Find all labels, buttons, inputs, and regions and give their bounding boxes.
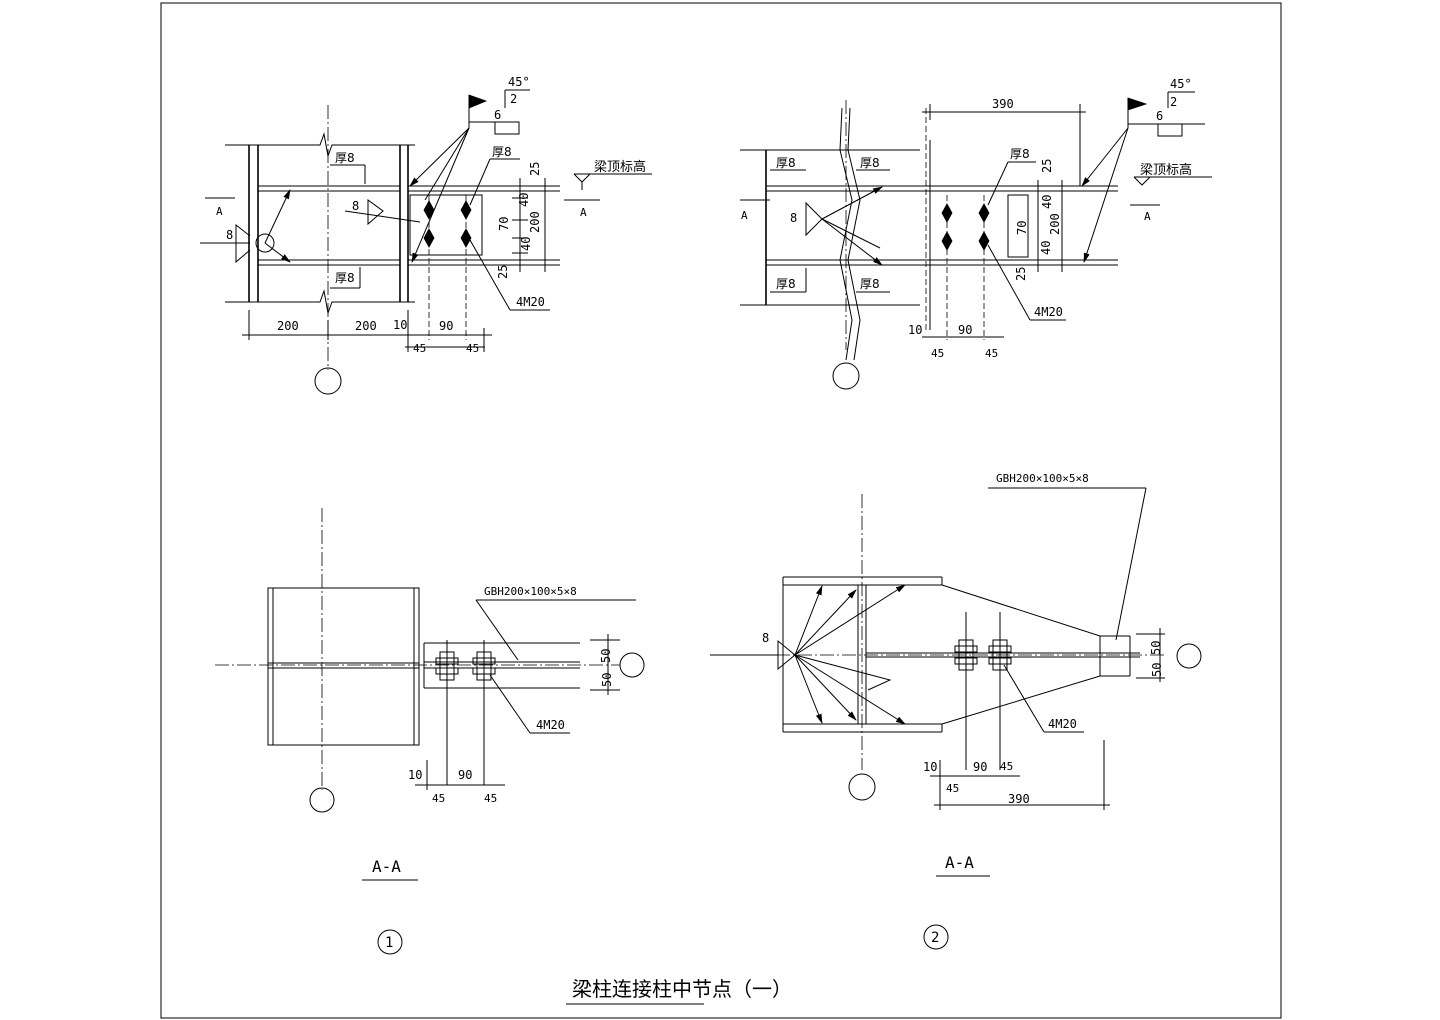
dim-s2-10: 10	[923, 760, 937, 774]
section-mark-right-2: A	[1144, 210, 1151, 223]
section-mark-right: A	[580, 206, 587, 219]
sheet-border	[160, 2, 1282, 1019]
thk-2: 厚8	[860, 156, 880, 170]
detail-number-circle-1	[377, 929, 403, 955]
detail-number-circle-2	[923, 924, 949, 950]
fillet-weld-size-3: 8	[762, 631, 769, 645]
column-break-bottom	[225, 289, 415, 315]
dim-s2-50-a: 50	[1149, 641, 1163, 655]
axis-bubble-4	[619, 652, 645, 678]
dim2-h-90: 90	[958, 323, 972, 337]
detail-number-2: 2	[931, 930, 939, 946]
dim-v-200: 200	[528, 211, 542, 233]
section-mark-left-2: A	[741, 209, 748, 222]
beam-top-elevation-2: 梁顶标高	[1140, 162, 1192, 178]
dim-v2-25-bottom: 25	[1014, 267, 1028, 281]
thk-5: 厚8	[1010, 147, 1030, 161]
axis-bubble-3	[309, 787, 335, 813]
dim-s1-10: 10	[408, 768, 422, 782]
dim-v-40-top: 40	[517, 193, 531, 207]
dim-h-200-b: 200	[355, 319, 377, 333]
dim2-h-45-a: 45	[931, 347, 944, 360]
axis-bubble-5	[848, 773, 876, 801]
access-hole	[255, 233, 275, 253]
bolt-callout: 4M20	[516, 295, 545, 309]
dim-h-90: 90	[439, 319, 453, 333]
thk-1: 厚8	[776, 156, 796, 170]
dim-s1-90: 90	[458, 768, 472, 782]
weld-size-2: 6	[1156, 109, 1163, 123]
shear-plate	[409, 194, 483, 256]
dim2-h-10: 10	[908, 323, 922, 337]
section-label-1: A-A	[372, 857, 401, 876]
member-label-2: GBH200×100×5×8	[996, 472, 1089, 485]
section-label-2: A-A	[945, 853, 974, 872]
detail-number-1: 1	[385, 935, 393, 951]
dim-h-200-a: 200	[277, 319, 299, 333]
detail-1-section: GBH200×100×5×8 4M20 50 50 10 90 45 45 A-…	[215, 508, 645, 955]
weld-angle: 45°	[508, 75, 530, 89]
bolt-callout-2: 4M20	[1034, 305, 1063, 319]
column-section	[267, 587, 420, 746]
dim-s2-45-b: 45	[1000, 760, 1013, 773]
dim-h-45-b: 45	[466, 342, 479, 355]
weld-angle-2: 45°	[1170, 77, 1192, 91]
bolt-callout-4: 4M20	[1048, 717, 1077, 731]
axis-bubble-2	[832, 362, 860, 390]
dim-v2-25-top: 25	[1040, 159, 1054, 173]
dim-v-40-bottom: 40	[519, 237, 533, 251]
axis-bubble-6	[1176, 643, 1202, 669]
detail-1-elevation: 8 A 厚8 厚8 8	[200, 75, 652, 395]
thk-4: 厚8	[860, 277, 880, 291]
thk-3: 厚8	[776, 277, 796, 291]
web-weld-size: 8	[352, 199, 359, 213]
bolts-4m20	[423, 200, 472, 248]
dim-s1-50-a: 50	[599, 649, 613, 663]
dim-h-10: 10	[393, 318, 407, 332]
section-mark-left: A	[216, 205, 223, 218]
dim2-h-45-b: 45	[985, 347, 998, 360]
field-weld-flag-icon	[468, 94, 488, 109]
dim-s2-390: 390	[1008, 792, 1030, 806]
bolts-4m20-2	[941, 203, 990, 251]
stiffener-thk-top: 厚8	[335, 151, 355, 165]
member-label: GBH200×100×5×8	[484, 585, 577, 598]
dim-v2-40-top: 40	[1040, 195, 1054, 209]
dim-s2-45-a: 45	[946, 782, 959, 795]
dim-top-390: 390	[992, 97, 1014, 111]
stiffener-thk-bottom: 厚8	[335, 271, 355, 285]
bolt-callout-3: 4M20	[536, 718, 565, 732]
detail-2-section: 8 GBH200×100×5×8 4M20 50 50 10 90 45 45 …	[710, 472, 1202, 950]
weld-root-2: 2	[1170, 95, 1177, 109]
axis-bubble	[314, 367, 342, 395]
bolts-section-1	[435, 651, 496, 681]
column-break-top	[225, 132, 415, 158]
dim-v2-70: 70	[1015, 221, 1029, 235]
dim-v-70: 70	[497, 217, 511, 231]
dim-v2-40-bottom: 40	[1039, 241, 1053, 255]
beam-top-elevation: 梁顶标高	[594, 159, 646, 175]
dim-v-25-bottom: 25	[496, 265, 510, 279]
sheet-title: 梁柱连接柱中节点（一）	[572, 977, 792, 1001]
field-weld-flag-icon-2	[1127, 97, 1148, 111]
dim-h-45-a: 45	[413, 342, 426, 355]
fillet-weld-size-2: 8	[790, 211, 797, 225]
dim-s2-50-b: 50	[1150, 663, 1164, 677]
dim-s1-45-a: 45	[432, 792, 445, 805]
weld-size: 6	[494, 108, 501, 122]
dim-s2-90: 90	[973, 760, 987, 774]
dim-v2-200: 200	[1048, 213, 1062, 235]
detail-2-elevation: 8 A 厚8 厚8 厚8 厚8 厚8 390 45° 2 6	[740, 77, 1212, 390]
weld-root: 2	[510, 92, 517, 106]
fillet-weld-size: 8	[226, 228, 233, 242]
dim-v-25-top: 25	[528, 162, 542, 176]
plate-thk: 厚8	[492, 145, 512, 159]
dim-s1-45-b: 45	[484, 792, 497, 805]
dim-s1-50-b: 50	[600, 673, 614, 687]
